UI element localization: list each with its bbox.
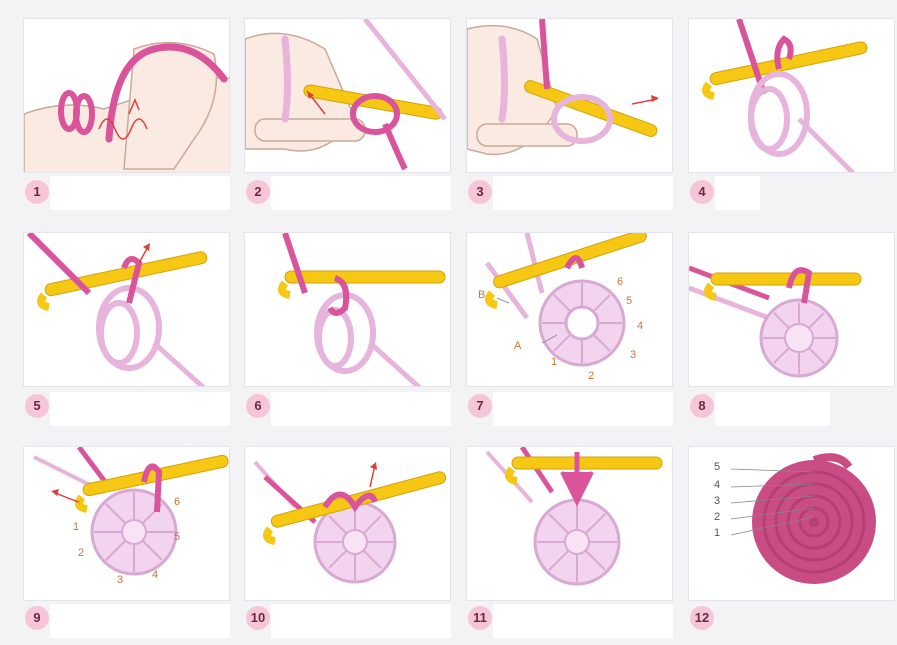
step-8-illustration <box>688 232 895 387</box>
step-badge-8: 8 <box>690 394 714 418</box>
step-badge-5: 5 <box>25 394 49 418</box>
step-9-label-2: 2 <box>78 547 85 559</box>
step-2-illustration <box>244 18 451 173</box>
step-4-illustration <box>688 18 895 173</box>
step-12-illustration <box>688 446 895 601</box>
step-5-illustration <box>23 232 230 387</box>
step-9-label-1: 1 <box>73 521 80 533</box>
step-12-label-4: 4 <box>714 479 721 491</box>
step-7-label-6: 6 <box>617 276 624 288</box>
step-badge-2: 2 <box>246 180 270 204</box>
step-9-illustration <box>23 446 230 601</box>
step-7-label-a: A <box>514 340 522 352</box>
step-7-label-2: 2 <box>588 370 595 382</box>
step-caption-7 <box>493 392 673 426</box>
step-9-label-4: 4 <box>152 569 159 581</box>
step-7-label-b: B <box>478 289 486 301</box>
step-caption-8 <box>715 392 830 426</box>
step-9-label-3: 3 <box>117 574 124 586</box>
step-1-illustration <box>23 18 230 173</box>
step-caption-9 <box>50 604 230 638</box>
step-caption-1 <box>50 176 230 210</box>
step-11-illustration <box>466 446 673 601</box>
step-7-label-4: 4 <box>637 320 644 332</box>
step-badge-4: 4 <box>690 180 714 204</box>
step-caption-2 <box>271 176 451 210</box>
step-badge-6: 6 <box>246 394 270 418</box>
step-9-label-6: 6 <box>174 496 181 508</box>
step-badge-10: 10 <box>246 606 270 630</box>
step-7-label-3: 3 <box>630 349 637 361</box>
step-9-label-5: 5 <box>174 531 181 543</box>
step-badge-7: 7 <box>468 394 492 418</box>
step-badge-3: 3 <box>468 180 492 204</box>
step-caption-10 <box>271 604 451 638</box>
step-badge-9: 9 <box>25 606 49 630</box>
step-badge-11: 11 <box>468 606 492 630</box>
step-7-illustration <box>466 232 673 387</box>
step-12-label-3: 3 <box>714 495 721 507</box>
step-caption-3 <box>493 176 673 210</box>
step-caption-11 <box>493 604 673 638</box>
step-caption-6 <box>271 392 451 426</box>
step-caption-5 <box>50 392 230 426</box>
step-6-illustration <box>244 232 451 387</box>
step-7-label-1: 1 <box>551 356 558 368</box>
step-caption-4 <box>715 176 760 210</box>
step-10-illustration <box>244 446 451 601</box>
step-3-illustration <box>466 18 673 173</box>
step-12-label-5: 5 <box>714 461 721 473</box>
step-7-label-5: 5 <box>626 295 633 307</box>
step-badge-1: 1 <box>25 180 49 204</box>
step-12-label-1: 1 <box>714 527 721 539</box>
step-12-label-2: 2 <box>714 511 721 523</box>
step-badge-12: 12 <box>690 606 714 630</box>
